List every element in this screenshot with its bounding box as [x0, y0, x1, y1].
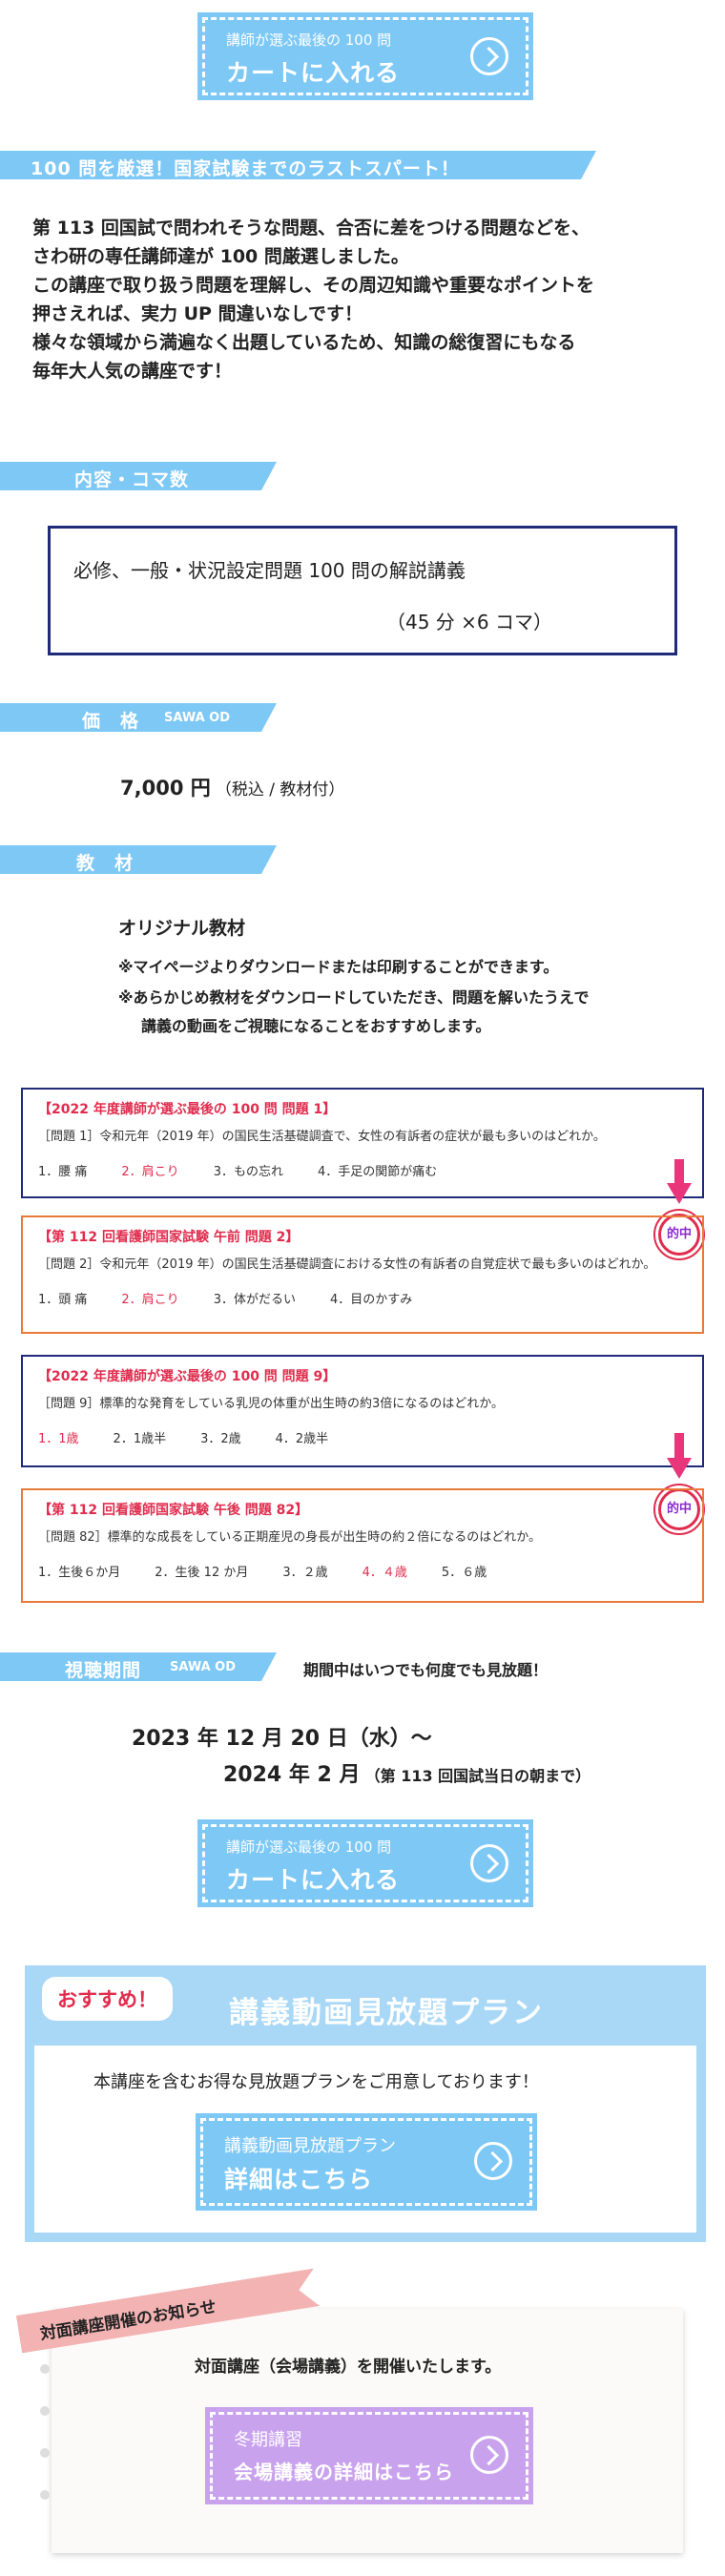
option-correct: 1．1歳 [38, 1432, 79, 1446]
content-line2: （45 分 ×6 コマ） [386, 611, 553, 634]
example-box-3: 【2022 年度講師が選ぶ最後の 100 問 問題 9】 ［問題 9］標準的な発… [21, 1355, 704, 1467]
option: 1．頭 痛 [38, 1293, 88, 1307]
plan-title: 講義動画見放題プラン [229, 1996, 544, 2030]
intro-line: さわ研の専任講師達が 100 問厳選しました。 [32, 246, 409, 267]
hit-stamp: 的中 [653, 1209, 705, 1260]
content-heading-ribbon: 内容・コマ数 [0, 462, 277, 490]
material-note3: 講義の動画をご視聴になることをおすすめします。 [141, 1017, 491, 1035]
venue-button-label: 会場講義の詳細はこちら [234, 2461, 454, 2483]
ring-hole [40, 2448, 50, 2458]
example-title: 【2022 年度講師が選ぶ最後の 100 問 問題 9】 [38, 1369, 337, 1384]
example-question: ［問題 1］令和元年（2019 年）の国民生活基礎調査で、女性の有訴者の症状が最… [38, 1130, 606, 1144]
ring-hole [40, 2406, 50, 2416]
cart-button[interactable]: 講師が選ぶ最後の 100 問 カートに入れる [202, 1824, 528, 1902]
intro-line: 毎年大人気の講座です！ [32, 361, 233, 382]
example-box-1: 【2022 年度講師が選ぶ最後の 100 問 問題 1】 ［問題 1］令和元年（… [21, 1088, 704, 1198]
intro-line: 様々な領域から満遍なく出題しているため、知識の総復習にもなる [32, 332, 576, 353]
period-note: 期間中はいつでも何度でも見放題！ [303, 1661, 549, 1679]
price-tag: SAWA OD [164, 711, 231, 725]
option: 5．６歳 [441, 1566, 487, 1580]
price-value: 7,000 円 [120, 777, 211, 800]
intro-text: 第 113 回国試で問われそうな問題、合否に差をつける問題などを、 さわ研の専任… [32, 214, 594, 385]
price-note: （税込 / 教材付） [215, 780, 345, 800]
example-box-4: 【第 112 回看護師国家試験 午後 問題 82】 ［問題 82］標準的な成長を… [21, 1488, 704, 1603]
option: 3．２歳 [282, 1566, 328, 1580]
period-start: 2023 年 12 月 20 日（水）～ [132, 1727, 432, 1751]
example-options: 1．1歳 2．1歳半 3．2歳 4．2歳半 [38, 1428, 687, 1446]
material-title: オリジナル教材 [118, 918, 246, 939]
option: 4．目のかすみ [329, 1293, 413, 1307]
cart-button-sublabel: 講師が選ぶ最後の 100 問 [226, 1839, 392, 1856]
venue-button-sublabel: 冬期講習 [234, 2430, 302, 2450]
option: 3．もの忘れ [213, 1165, 283, 1179]
intro-heading: 100 問を厳選！国家試験までのラストスパート！ [31, 158, 460, 179]
price-heading-ribbon: 価 格 SAWA OD [0, 703, 277, 732]
material-heading-ribbon: 教 材 [0, 845, 277, 874]
hit-arrow-head [667, 1458, 692, 1479]
option: 2．生後 12 か月 [155, 1566, 249, 1580]
hit-arrow-shaft [674, 1159, 684, 1186]
chevron-right-icon [470, 37, 508, 75]
example-title: 【第 112 回看護師国家試験 午後 問題 82】 [38, 1503, 309, 1518]
option: 4．2歳半 [275, 1432, 329, 1446]
example-title: 【第 112 回看護師国家試験 午前 問題 2】 [38, 1230, 300, 1245]
period-heading-ribbon: 視聴期間 SAWA OD [0, 1652, 277, 1681]
option: 3．2歳 [200, 1432, 241, 1446]
period-tag: SAWA OD [170, 1660, 237, 1674]
venue-lecture-button[interactable]: 冬期講習 会場講義の詳細はこちら [210, 2412, 528, 2500]
content-heading: 内容・コマ数 [74, 469, 190, 490]
example-options: 1．腰 痛 2．肩こり 3．もの忘れ 4．手足の関節が痛む [38, 1161, 687, 1179]
example-options: 1．頭 痛 2．肩こり 3．体がだるい 4．目のかすみ [38, 1289, 687, 1307]
example-options: 1．生後６か月 2．生後 12 か月 3．２歳 4．４歳 5．６歳 [38, 1562, 687, 1580]
material-note2: ※あらかじめ教材をダウンロードしていただき、問題を解いたうえで [118, 988, 590, 1007]
intro-line: 押さえれば、実力 UP 間違いなしです！ [32, 303, 363, 324]
hit-arrow-head [667, 1183, 692, 1204]
plan-button-sublabel: 講義動画見放題プラン [224, 2136, 396, 2156]
intro-heading-ribbon: 100 問を厳選！国家試験までのラストスパート！ [0, 151, 596, 179]
notice-text: 対面講座（会場講義）を開催いたします。 [195, 2358, 502, 2377]
material-note1: ※マイページよりダウンロードまたは印刷することができます。 [118, 958, 559, 976]
hit-arrow-shaft [674, 1433, 684, 1460]
intro-line: この講座で取り扱う問題を理解し、その周辺知識や重要なポイントを [32, 275, 595, 296]
example-box-2: 【第 112 回看護師国家試験 午前 問題 2】 ［問題 2］令和元年（2019… [21, 1215, 704, 1334]
example-question: ［問題 82］標準的な成長をしている正期産児の身長が出生時の約２倍になるのはどれ… [38, 1530, 542, 1545]
option: 4．手足の関節が痛む [317, 1165, 438, 1179]
example-question: ［問題 9］標準的な発育をしている乳児の体重が出生時の約3倍になるのはどれか。 [38, 1397, 505, 1411]
chevron-right-icon [474, 2142, 512, 2180]
plan-badge: おすすめ！ [42, 1977, 173, 2021]
price-row: 7,000 円 （税込 / 教材付） [120, 773, 344, 801]
plan-detail-button[interactable]: 講義動画見放題プラン 詳細はこちら [200, 2118, 532, 2206]
cart-button[interactable]: 講師が選ぶ最後の 100 問 カートに入れる [202, 17, 528, 95]
period-end: 2024 年 2 月 [223, 1763, 361, 1787]
option-correct: 4．４歳 [362, 1566, 407, 1580]
hit-stamp: 的中 [653, 1484, 705, 1535]
intro-line: 第 113 回国試で問われそうな問題、合否に差をつける問題などを、 [32, 218, 590, 239]
option: 1．腰 痛 [38, 1165, 88, 1179]
period-end-row: 2024 年 2 月 （第 113 回国試当日の朝まで） [223, 1757, 590, 1788]
cart-button-sublabel: 講師が選ぶ最後の 100 問 [226, 31, 392, 49]
ring-hole [40, 2364, 50, 2374]
price-heading: 価 格 [82, 711, 140, 732]
period-heading: 視聴期間 [65, 1660, 142, 1681]
ring-hole [40, 2490, 50, 2500]
plan-button-label: 詳細はこちら [224, 2166, 374, 2193]
cart-button-label: カートに入れる [226, 1866, 401, 1894]
option: 2．1歳半 [113, 1432, 167, 1446]
option: 1．生後６か月 [38, 1566, 121, 1580]
cart-button-label: カートに入れる [226, 59, 401, 87]
chevron-right-icon [470, 1844, 508, 1882]
example-title: 【2022 年度講師が選ぶ最後の 100 問 問題 1】 [38, 1102, 337, 1117]
option-correct: 2．肩こり [121, 1293, 179, 1307]
material-heading: 教 材 [76, 853, 135, 874]
content-box: 必修、一般・状況設定問題 100 問の解説講義 （45 分 ×6 コマ） [48, 526, 677, 655]
plan-desc: 本講座を含むお得な見放題プランをご用意しております！ [93, 2072, 539, 2092]
chevron-right-icon [470, 2436, 508, 2474]
example-question: ［問題 2］令和元年（2019 年）の国民生活基礎調査における女性の有訴者の自覚… [38, 1257, 656, 1272]
content-line1: 必修、一般・状況設定問題 100 問の解説講義 [73, 559, 466, 582]
option-correct: 2．肩こり [121, 1165, 179, 1179]
period-end-note: （第 113 回国試当日の朝まで） [364, 1767, 591, 1785]
option: 3．体がだるい [213, 1293, 296, 1307]
